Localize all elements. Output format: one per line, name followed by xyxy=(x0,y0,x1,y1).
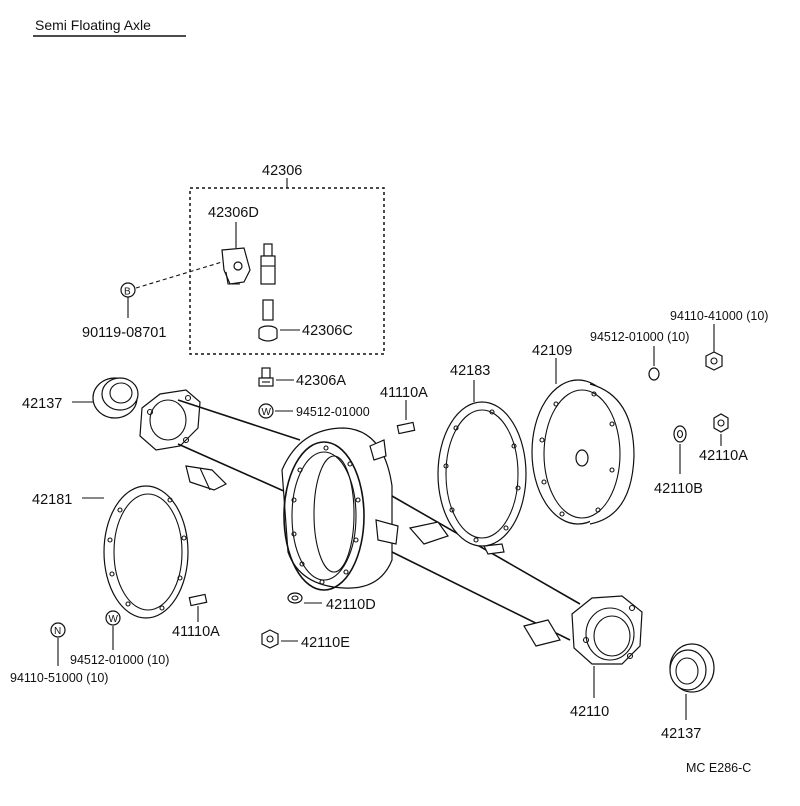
part-94110-right xyxy=(705,351,723,371)
carrier-opening xyxy=(283,441,365,591)
washer-marker-icon-left xyxy=(105,610,121,626)
part-42110E xyxy=(261,629,279,649)
callout-94110-right: 94110-41000 (10) xyxy=(670,309,768,323)
callout-41110A-top: 41110A xyxy=(380,385,428,401)
part-42109 xyxy=(531,379,635,525)
callout-42110: 42110 xyxy=(570,704,609,720)
callout-42110E: 42110E xyxy=(301,635,350,651)
callout-42306: 42306 xyxy=(262,163,302,179)
part-41110A-bottom xyxy=(188,593,208,607)
callout-42306D: 42306D xyxy=(208,205,259,221)
svg-text:W: W xyxy=(109,614,119,625)
part-42183 xyxy=(437,401,527,547)
part-42110D xyxy=(287,592,303,604)
part-42137-left xyxy=(92,377,139,419)
part-42306C xyxy=(258,325,278,342)
svg-text:W: W xyxy=(262,407,272,418)
part-41110A-top xyxy=(396,421,416,435)
callout-42306C: 42306C xyxy=(302,323,353,339)
part-speedometer-shaft xyxy=(260,243,276,321)
callout-94512-left: 94512-01000 (10) xyxy=(70,653,169,667)
bolt-90119: B 90119-08701 xyxy=(82,261,223,341)
bolt-marker-letter: B xyxy=(124,287,131,298)
part-42137-right xyxy=(669,643,715,693)
callout-42183: 42183 xyxy=(450,363,490,379)
callout-42110D: 42110D xyxy=(326,597,376,613)
part-42306A xyxy=(258,367,274,387)
callout-42181: 42181 xyxy=(32,492,72,508)
callout-94512-single: 94512-01000 xyxy=(296,405,370,419)
part-42306D xyxy=(221,247,251,285)
callout-42110A: 42110A xyxy=(699,448,748,464)
part-42181 xyxy=(103,485,189,619)
part-94512-right xyxy=(648,367,660,381)
leader-90119 xyxy=(135,261,223,289)
group-42306: 42306 42306D 42306C xyxy=(189,163,385,355)
callout-42109: 42109 xyxy=(532,343,572,359)
callout-42306A: 42306A xyxy=(296,373,346,389)
callout-42137-left: 42137 xyxy=(22,396,62,412)
part-42110A xyxy=(713,413,729,433)
callout-42137-right: 42137 xyxy=(661,726,701,742)
callout-42110B: 42110B xyxy=(654,481,703,497)
washer-marker-icon xyxy=(258,403,274,419)
svg-text:N: N xyxy=(54,626,61,637)
axle-housing xyxy=(139,389,643,665)
callout-94512-right: 94512-01000 (10) xyxy=(590,330,689,344)
nut-marker-icon xyxy=(50,622,66,638)
diagram-code: MC E286-C xyxy=(686,761,751,775)
callout-94110-left: 94110-51000 (10) xyxy=(10,671,108,685)
diagram-title: Semi Floating Axle xyxy=(35,17,151,33)
callout-90119: 90119-08701 xyxy=(82,325,166,341)
callout-41110A-bottom: 41110A xyxy=(172,624,220,640)
part-42110B xyxy=(673,425,687,443)
